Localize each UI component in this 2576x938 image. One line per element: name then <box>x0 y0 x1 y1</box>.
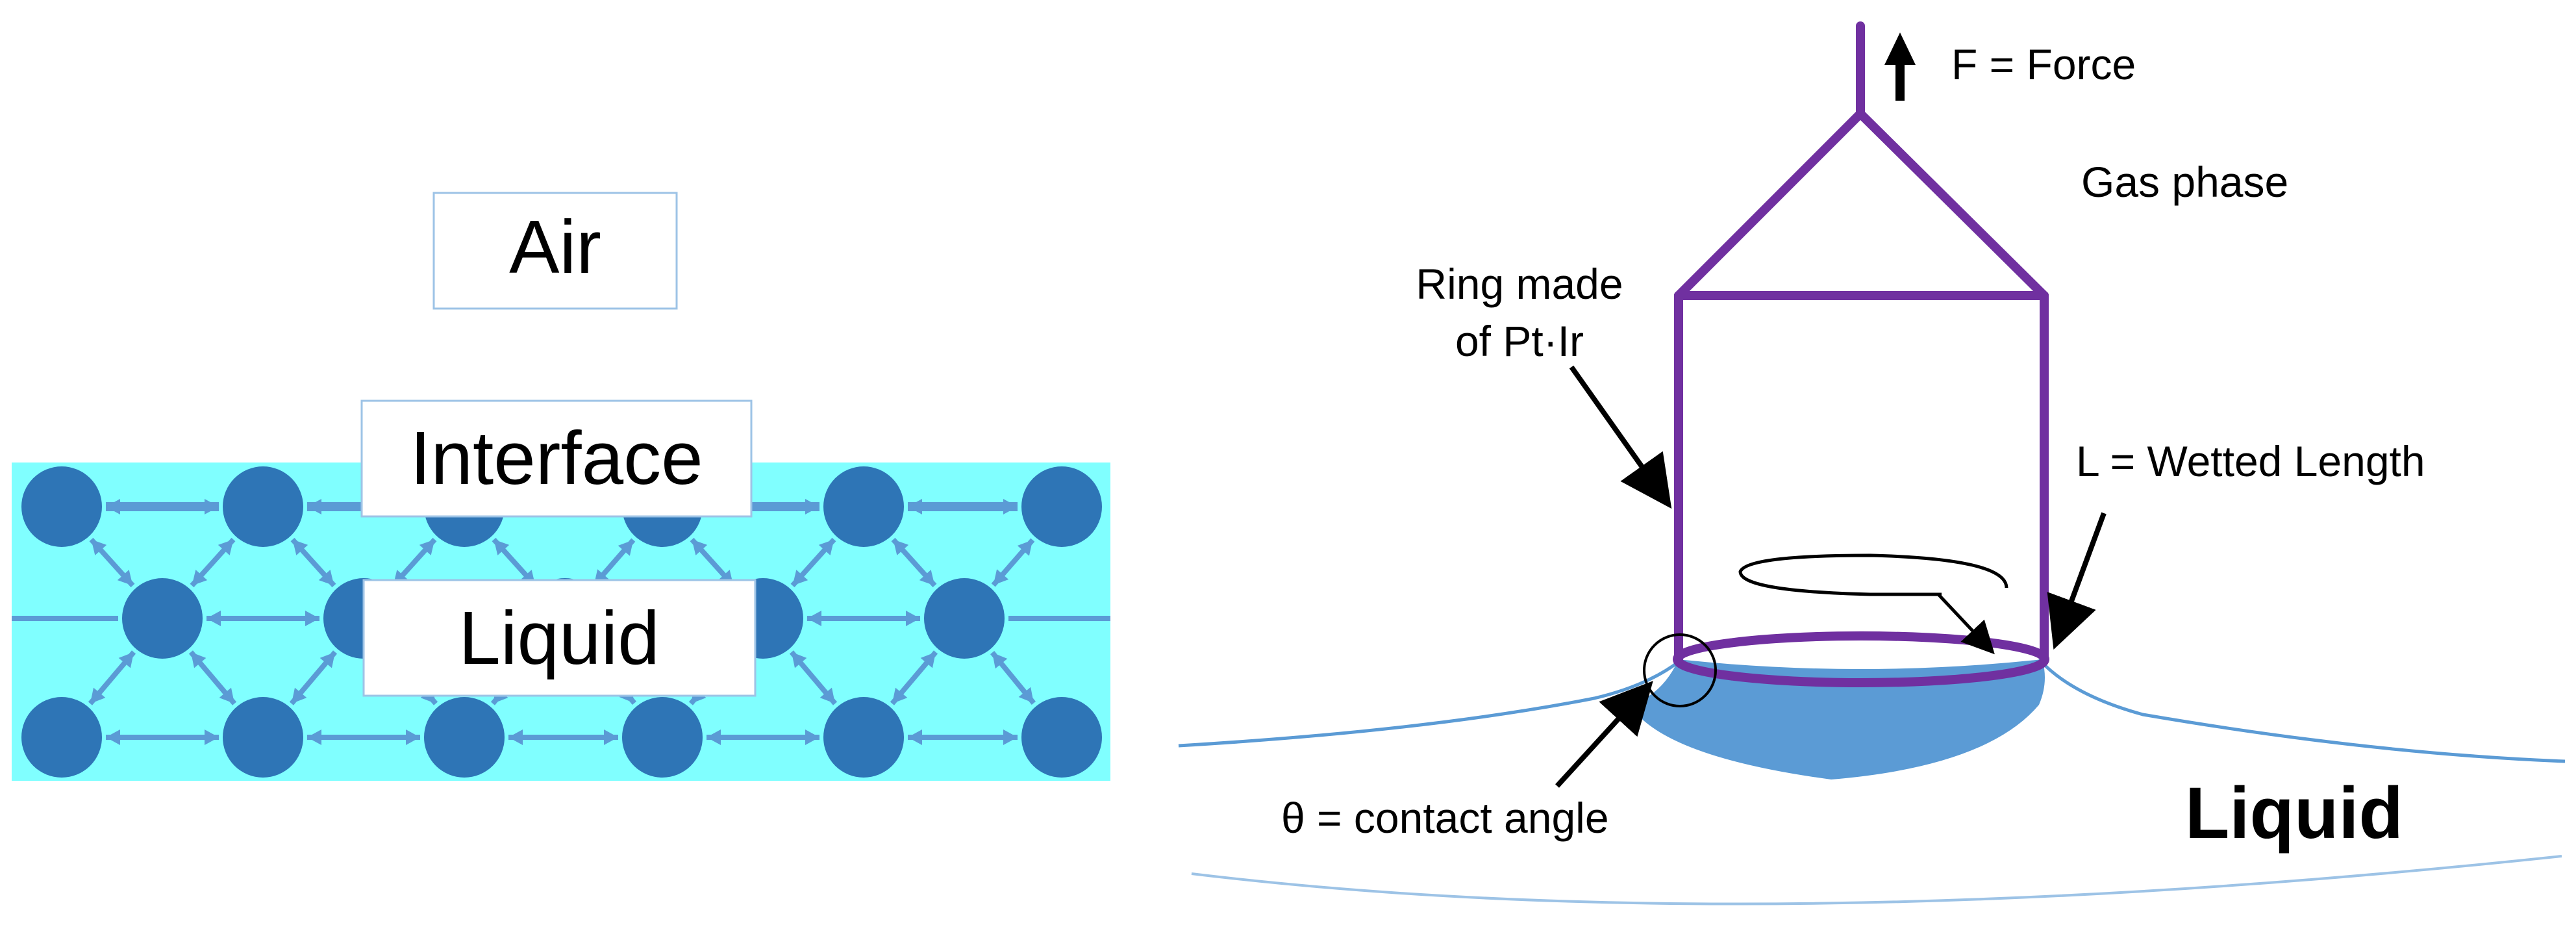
wetted-length-loop <box>1738 553 2008 596</box>
force-arrow-head <box>206 611 221 626</box>
interface-label: Interface <box>410 416 703 500</box>
force-arrow-head <box>494 539 510 555</box>
molecule <box>823 697 904 778</box>
molecule <box>924 578 1005 659</box>
force-arrow-head <box>1003 499 1018 514</box>
force-label: F = Force <box>1951 40 2136 88</box>
force-arrow-head <box>707 729 721 745</box>
molecule <box>424 697 505 778</box>
force-arrow-head <box>1018 687 1034 704</box>
contact-angle-pointer-arrow <box>1555 681 1653 788</box>
force-arrow-head <box>205 729 219 745</box>
ring <box>1673 631 2049 687</box>
force-arrow-head <box>805 729 819 745</box>
ring-pointer-arrow <box>1569 365 1672 509</box>
force-arrow-head <box>1017 540 1033 556</box>
molecule <box>823 466 904 547</box>
ring-label-line2: of Pt·Ir <box>1455 317 1584 365</box>
ring-tensiometer <box>1673 21 2049 687</box>
air-label: Air <box>509 205 601 289</box>
force-arrow-head <box>908 729 922 745</box>
left-panel: Air Interface Liquid <box>12 192 1110 781</box>
ring-label-line1: Ring made <box>1416 260 1623 308</box>
force-arrow-head <box>318 570 334 586</box>
wetted-length-loop-arrow <box>1937 593 1995 655</box>
force-arrow-head <box>192 570 208 586</box>
force-arrow-head <box>292 539 308 555</box>
force-arrow-head <box>893 539 909 555</box>
force-arrow-head <box>508 729 523 745</box>
force-arrow-head <box>805 499 819 514</box>
right-panel: F = Force Gas phase Ring made of Pt·Ir L… <box>1178 21 2566 906</box>
force-arrow-head <box>906 611 920 626</box>
molecule <box>622 697 703 778</box>
force-arrow-head <box>692 539 708 555</box>
force-arrow-head <box>219 687 235 704</box>
molecule <box>21 697 102 778</box>
force-arrow-head <box>818 539 834 555</box>
molecule <box>1021 697 1102 778</box>
force-arrow-head <box>807 611 821 626</box>
molecule <box>21 466 102 547</box>
force-arrow-head <box>406 729 420 745</box>
molecule <box>122 578 203 659</box>
contact-angle-label: θ = contact angle <box>1281 794 1609 842</box>
suspension-wire-left <box>1674 109 1865 300</box>
force-arrow-head <box>106 499 120 514</box>
interface-label-box: Interface <box>360 399 753 518</box>
force-arrow-head <box>218 539 234 555</box>
force-arrow-head <box>117 570 133 586</box>
force-arrow-head <box>419 539 435 555</box>
liquid-label-box: Liquid <box>362 579 757 697</box>
force-arrow-head <box>205 499 219 514</box>
force-arrow-head <box>892 687 908 704</box>
force-arrow-head <box>307 499 321 514</box>
force-arrow-head <box>190 652 206 668</box>
molecule <box>223 466 303 547</box>
force-arrow-head <box>618 540 634 556</box>
force-arrow-head <box>106 729 120 745</box>
force-arrow-head <box>90 687 106 704</box>
force-arrow-head <box>91 539 107 555</box>
force-arrow-icon <box>1884 32 1916 101</box>
liquid-bottom-line <box>1191 855 2562 906</box>
force-arrow-head <box>791 652 807 668</box>
force-arrow-head <box>992 652 1008 669</box>
force-arrow-head <box>919 570 935 586</box>
force-arrow-head <box>1003 729 1018 745</box>
force-arrow-head <box>819 687 836 704</box>
force-arrow-head <box>604 729 618 745</box>
wetted-length-label: L = Wetted Length <box>2076 437 2425 485</box>
force-arrow-head <box>993 569 1009 585</box>
liquid-label-right: Liquid <box>2185 772 2403 854</box>
molecule <box>1021 466 1102 547</box>
force-arrow-head <box>792 570 808 586</box>
force-arrow-head <box>118 652 134 668</box>
contact-angle-highlight <box>1643 633 1717 707</box>
force-arrow-head <box>908 499 922 514</box>
force-arrow-head <box>305 611 319 626</box>
suspension-wire-right <box>1856 109 2049 300</box>
molecule <box>223 697 303 778</box>
force-arrow-head <box>319 652 336 668</box>
force-arrow-head <box>307 729 321 745</box>
air-label-box: Air <box>432 192 678 310</box>
wetted-length-pointer-arrow <box>2047 512 2107 650</box>
force-arrow-head <box>920 652 936 668</box>
force-arrow-head <box>291 687 307 704</box>
meniscus <box>1630 659 2045 780</box>
liquid-label-left: Liquid <box>458 596 660 680</box>
gas-phase-label: Gas phase <box>2081 158 2288 206</box>
liquid-surface-line-right <box>2038 658 2566 763</box>
